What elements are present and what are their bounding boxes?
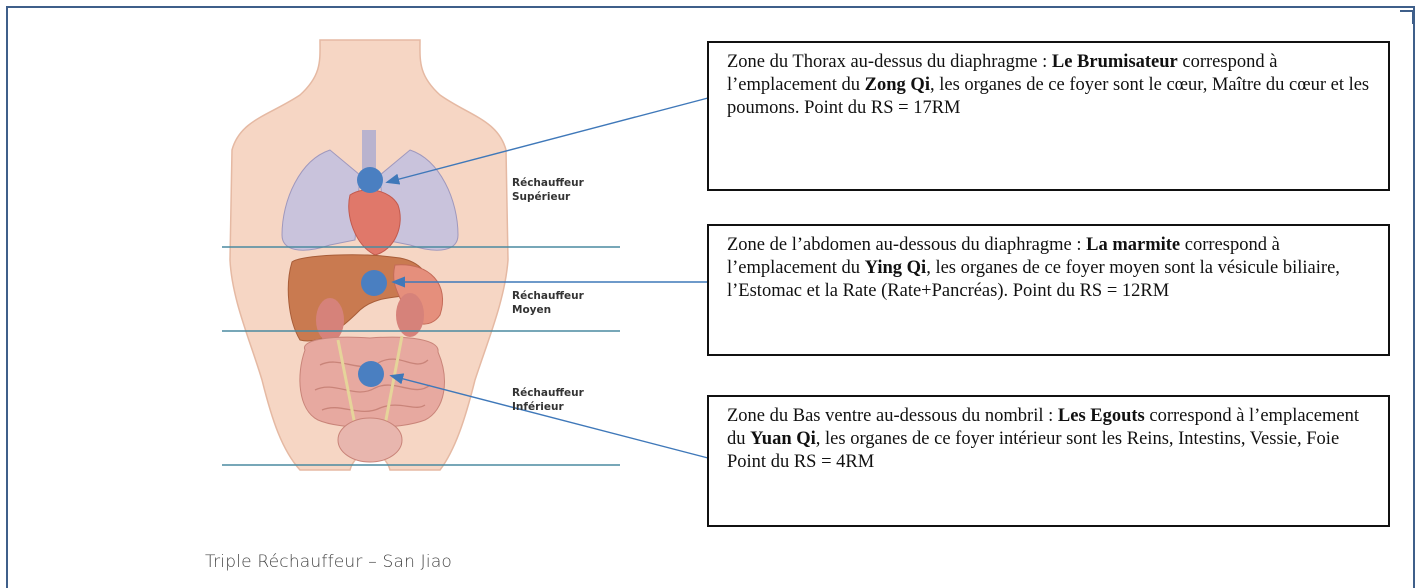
- box-qi-name: Yuan Qi: [750, 429, 816, 449]
- label-rechauffeur-inferieur: Réchauffeur Inférieur: [512, 386, 584, 414]
- info-box-inferior: Zone du Bas ventre au-dessous du nombril…: [707, 395, 1390, 527]
- marker-middle: [361, 270, 387, 296]
- box-text: , les organes de ce foyer intérieur sont…: [816, 429, 1339, 449]
- box-qi-name: Ying Qi: [865, 258, 927, 278]
- info-box-superior: Zone du Thorax au-dessus du diaphragme :…: [707, 41, 1390, 191]
- box-text: Zone de l’abdomen au-dessous du diaphrag…: [727, 235, 1086, 255]
- box-bold-term: La marmite: [1086, 235, 1180, 255]
- box-bold-term: Les Egouts: [1058, 406, 1145, 426]
- info-box-middle: Zone de l’abdomen au-dessous du diaphrag…: [707, 224, 1390, 356]
- box-text: Zone du Bas ventre au-dessous du nombril…: [727, 406, 1058, 426]
- figure-caption: Triple Réchauffeur – San Jiao: [205, 552, 452, 572]
- label-rechauffeur-superieur: Réchauffeur Supérieur: [512, 176, 584, 204]
- left-kidney: [316, 298, 344, 342]
- box-qi-name: Zong Qi: [865, 75, 930, 95]
- box-bold-term: Le Brumisateur: [1052, 52, 1178, 72]
- marker-superior: [357, 167, 383, 193]
- box-point-line: Point du RS = 4RM: [727, 452, 874, 472]
- label-rechauffeur-moyen: Réchauffeur Moyen: [512, 289, 584, 317]
- bladder: [338, 418, 402, 462]
- box-text: Zone du Thorax au-dessus du diaphragme :: [727, 52, 1052, 72]
- marker-inferior: [358, 361, 384, 387]
